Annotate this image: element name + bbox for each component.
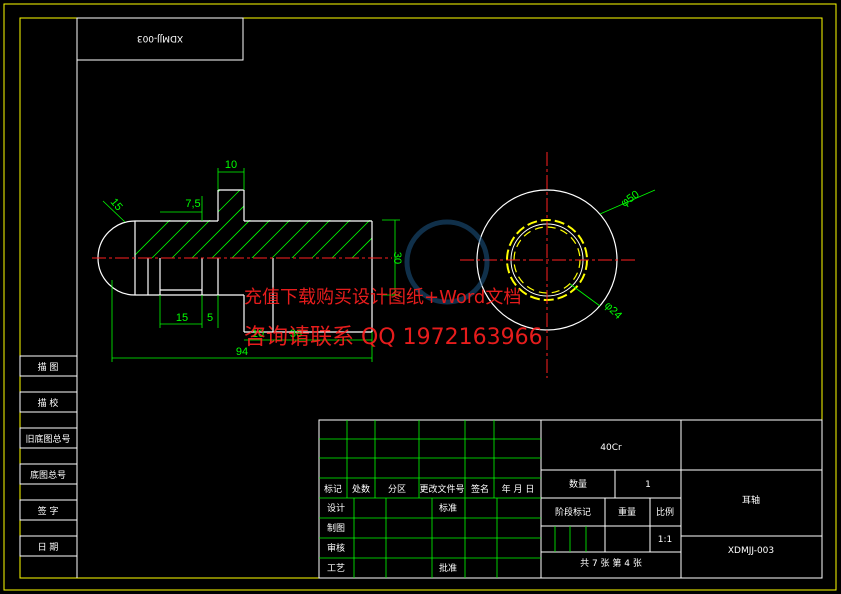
dim-10: 10 (225, 159, 237, 171)
header-change-doc: 更改文件号 (419, 483, 464, 495)
code-box-text: XDMJJ-003 (137, 33, 183, 43)
dimension-texts: 10 7,5 15 30 15 5 10 36 94 (108, 159, 403, 358)
title-block (318, 419, 823, 579)
dim-5: 5 (207, 312, 213, 324)
title-block-revision-grid (319, 420, 587, 578)
drawing-number: XDMJJ-003 (728, 546, 774, 556)
dimension-lines (102, 168, 400, 362)
dim-36: 36 (290, 328, 302, 340)
left-column-row-3: 旧底图总号 (25, 433, 70, 445)
dim-7-5: 7,5 (185, 198, 200, 210)
left-column-row-6: 日 期 (38, 542, 59, 553)
weight-label: 重量 (618, 506, 636, 518)
title-block-texts: 40Cr 标记 处数 分区 更改文件号 签名 年 月 日 设计 制图 审核 工艺… (324, 443, 774, 574)
row-design: 设计 (327, 502, 345, 514)
standard-label: 标准 (439, 502, 457, 514)
left-column-row-4: 底图总号 (30, 469, 66, 481)
left-column-row-2: 描 校 (38, 397, 59, 409)
approve-label: 批准 (439, 562, 457, 574)
shaft-side-view (92, 189, 392, 333)
dim-15: 15 (176, 312, 188, 324)
dim-30: 30 (391, 252, 403, 264)
header-mark: 标记 (324, 483, 342, 495)
row-drafting: 制图 (327, 522, 345, 534)
dim-94: 94 (236, 346, 248, 358)
left-column: 描 图 描 校 旧底图总号 底图总号 签 字 日 期 (19, 60, 78, 578)
dim-15-angle: 15 (108, 196, 125, 213)
left-column-row-5: 签 字 (38, 505, 59, 517)
sheets-text: 共 7 张 第 4 张 (580, 557, 642, 569)
watermark-line-2: 咨询请联系 QQ 1972163966 (244, 325, 543, 350)
header-date: 年 月 日 (502, 483, 535, 495)
dim-phi24: φ24 (602, 300, 624, 322)
quantity-label: 数量 (569, 478, 587, 490)
row-review: 审核 (327, 542, 345, 554)
watermark: 充值下载购买设计图纸+Word文档 咨询请联系 QQ 1972163966 (244, 219, 543, 350)
scale-label: 比例 (656, 506, 674, 518)
header-signature: 签名 (471, 483, 489, 495)
code-box: XDMJJ-003 (76, 17, 244, 61)
dim-phi50: φ50 (619, 189, 642, 210)
quantity-value: 1 (645, 480, 651, 490)
row-process: 工艺 (327, 563, 345, 574)
watermark-logo (404, 219, 490, 305)
stage-label: 阶段标记 (555, 506, 591, 518)
scale-value: 1:1 (658, 535, 672, 545)
material-text: 40Cr (600, 443, 622, 453)
part-name: 耳轴 (742, 494, 760, 506)
left-column-row-1: 描 图 (38, 361, 59, 373)
header-count: 处数 (352, 483, 370, 495)
header-zone: 分区 (388, 484, 406, 495)
dim-10-lower: 10 (252, 328, 264, 340)
watermark-line-1: 充值下载购买设计图纸+Word文档 (244, 287, 521, 308)
